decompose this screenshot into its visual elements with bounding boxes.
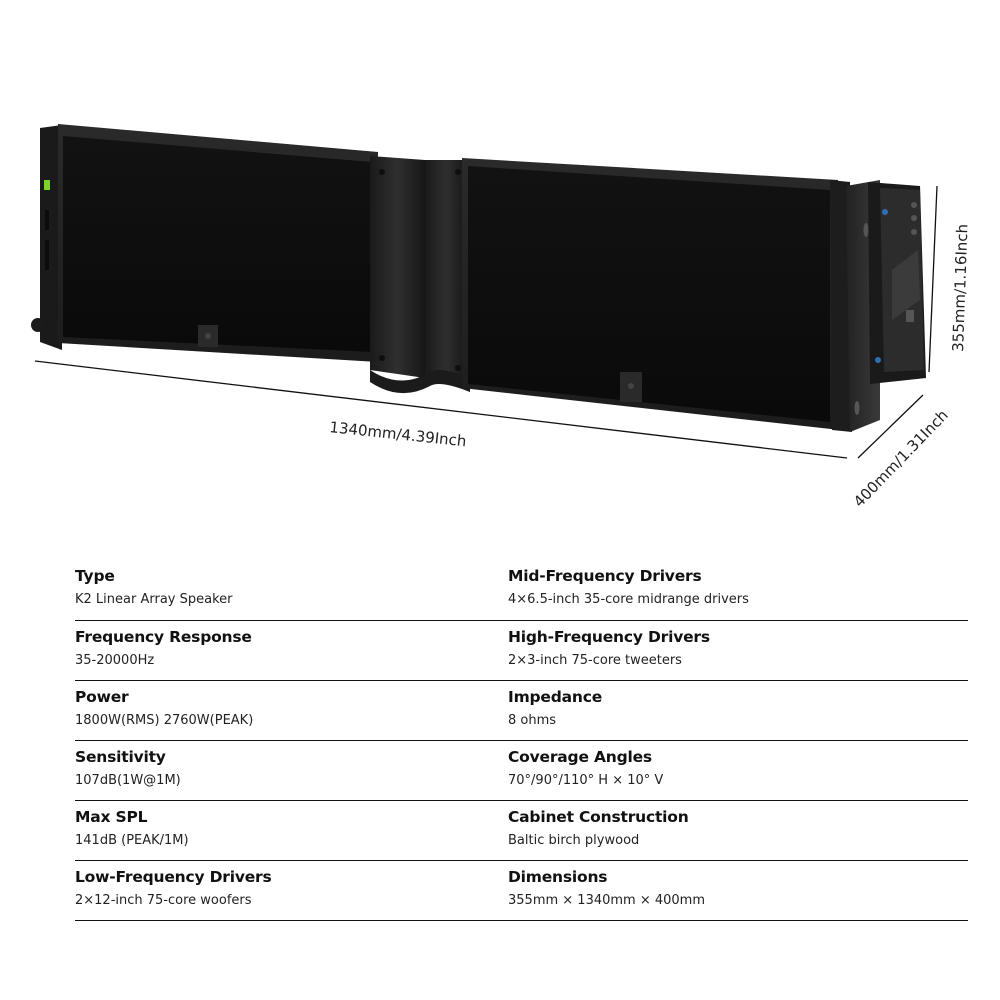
spec-row: Max SPL 141dB (PEAK/1M) Cabinet Construc… — [75, 801, 968, 861]
spec-row: Power 1800W(RMS) 2760W(PEAK) Impedance 8… — [75, 681, 968, 741]
product-image: 1340mm/4.39Inch 355mm/1.16Inch 400mm/1.3… — [31, 124, 971, 511]
spec-value: 8 ohms — [508, 713, 557, 728]
spec-type: Type K2 Linear Array Speaker — [75, 560, 508, 620]
spec-impedance: Impedance 8 ohms — [508, 681, 968, 740]
spec-label: Max SPL — [75, 808, 148, 826]
spec-row: Frequency Response 35-20000Hz High-Frequ… — [75, 621, 968, 681]
spec-value: 4×6.5-inch 35-core midrange drivers — [508, 592, 749, 607]
spec-label: Power — [75, 688, 129, 706]
spec-label: Sensitivity — [75, 748, 166, 766]
handle-right — [425, 160, 467, 386]
depth-dimension-line — [857, 394, 924, 459]
spec-low-frequency-drivers: Low-Frequency Drivers 2×12-inch 75-core … — [75, 861, 508, 920]
spec-value: K2 Linear Array Speaker — [75, 592, 233, 607]
spec-row: Sensitivity 107dB(1W@1M) Coverage Angles… — [75, 741, 968, 801]
spec-value: 141dB (PEAK/1M) — [75, 833, 189, 848]
spec-row: Low-Frequency Drivers 2×12-inch 75-core … — [75, 861, 968, 921]
spec-sensitivity: Sensitivity 107dB(1W@1M) — [75, 741, 508, 800]
spec-value: 35-20000Hz — [75, 653, 155, 668]
spec-high-frequency-drivers: High-Frequency Drivers 2×3-inch 75-core … — [508, 621, 968, 680]
spec-label: Cabinet Construction — [508, 808, 689, 826]
grille-right — [468, 166, 830, 422]
spec-value: 2×12-inch 75-core woofers — [75, 893, 252, 908]
spec-label: Dimensions — [508, 868, 608, 886]
spec-value: 107dB(1W@1M) — [75, 773, 181, 788]
handle-left — [370, 156, 425, 378]
status-led-left — [44, 180, 50, 190]
spec-mid-frequency-drivers: Mid-Frequency Drivers 4×6.5-inch 35-core… — [508, 560, 968, 620]
spec-value: 1800W(RMS) 2760W(PEAK) — [75, 713, 254, 728]
spec-label: High-Frequency Drivers — [508, 628, 710, 646]
spec-value: 70°/90°/110° H × 10° V — [508, 773, 664, 788]
spec-value: 2×3-inch 75-core tweeters — [508, 653, 682, 668]
spec-frequency-response: Frequency Response 35-20000Hz — [75, 621, 508, 680]
width-dimension-line — [34, 360, 848, 459]
width-dimension-label: 1340mm/4.39Inch — [329, 418, 468, 450]
speaker-cabinet — [31, 124, 926, 432]
spec-value: Baltic birch plywood — [508, 833, 640, 848]
spec-label: Coverage Angles — [508, 748, 652, 766]
spec-label: Impedance — [508, 688, 603, 706]
grille-left — [63, 136, 372, 352]
spec-value: 355mm × 1340mm × 400mm — [508, 893, 706, 908]
spec-dimensions: Dimensions 355mm × 1340mm × 400mm — [508, 861, 968, 920]
spec-power: Power 1800W(RMS) 2760W(PEAK) — [75, 681, 508, 740]
spec-cabinet-construction: Cabinet Construction Baltic birch plywoo… — [508, 801, 968, 860]
spec-label: Low-Frequency Drivers — [75, 868, 272, 886]
spec-table: Type K2 Linear Array Speaker Mid-Frequen… — [75, 560, 968, 921]
spec-label: Type — [75, 567, 115, 585]
height-dimension-label: 355mm/1.16Inch — [949, 224, 971, 353]
spec-label: Frequency Response — [75, 628, 252, 646]
spec-coverage-angles: Coverage Angles 70°/90°/110° H × 10° V — [508, 741, 968, 800]
height-dimension-line — [928, 185, 938, 373]
spec-label: Mid-Frequency Drivers — [508, 567, 702, 585]
spec-max-spl: Max SPL 141dB (PEAK/1M) — [75, 801, 508, 860]
spec-row: Type K2 Linear Array Speaker Mid-Frequen… — [75, 560, 968, 621]
